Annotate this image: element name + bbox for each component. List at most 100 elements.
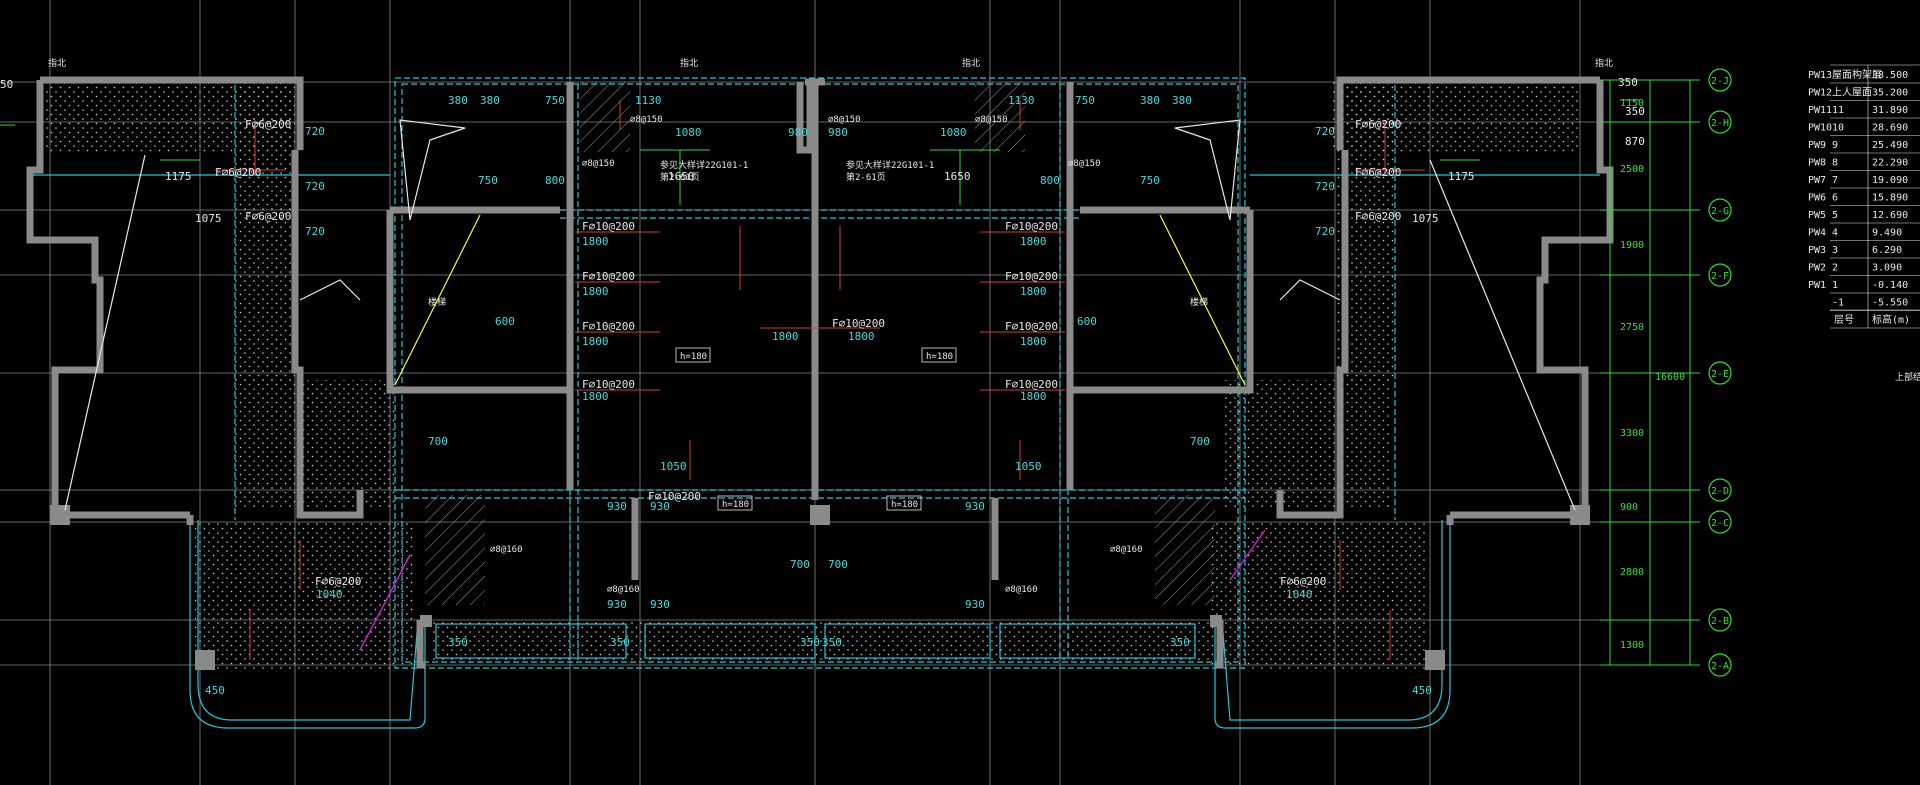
level-row-floor: 2 bbox=[1832, 263, 1838, 274]
dim-text: 1075 bbox=[195, 212, 222, 225]
slab-edges bbox=[30, 77, 1600, 729]
axis-bubble-label: 2-E bbox=[1711, 369, 1729, 380]
reference-note: 第2-61页 bbox=[846, 171, 886, 183]
white-diagonals bbox=[64, 119, 1576, 511]
axis-dim: 2500 bbox=[1620, 164, 1644, 175]
dim-text: 700 bbox=[428, 435, 448, 448]
rebar-label: F⌀10@200 bbox=[1005, 270, 1058, 283]
slab-thickness-tags: h=180 h=180 h=180 h=180 bbox=[675, 347, 957, 511]
dim-text: 450 bbox=[1412, 684, 1432, 697]
dim-text: 350 bbox=[448, 636, 468, 649]
level-row-elevation: 25.490 bbox=[1872, 140, 1908, 151]
pointer-label: 指北 bbox=[1595, 57, 1613, 69]
slab-thickness-label: h=180 bbox=[722, 500, 749, 510]
rebar-lines bbox=[215, 100, 1425, 660]
axis-dim: 1900 bbox=[1620, 240, 1644, 251]
stair-label: 楼梯 bbox=[428, 296, 446, 308]
reference-note: 第2-61页 bbox=[660, 171, 700, 183]
level-row-floor: 4 bbox=[1832, 228, 1838, 239]
axis-system bbox=[1600, 79, 1700, 666]
dim-text: 720 bbox=[1315, 180, 1335, 193]
rebar-label: F⌀6@200 bbox=[1355, 210, 1401, 223]
dim-text: 1800 bbox=[772, 330, 799, 343]
dim-text: 720 bbox=[1315, 125, 1335, 138]
axis-dim: 350 bbox=[1618, 76, 1638, 89]
slab-thickness-label: h=180 bbox=[680, 352, 707, 362]
level-row-name: PW8 bbox=[1808, 158, 1826, 169]
structural-walls bbox=[26, 76, 1614, 669]
dim-text: 350 bbox=[822, 636, 842, 649]
dim-text: 720 bbox=[305, 225, 325, 238]
level-table-header-elevation: 标高(m) bbox=[1872, 313, 1910, 326]
level-row-name: PW4 bbox=[1808, 228, 1826, 239]
axis-bubble-label: 2-C bbox=[1711, 518, 1729, 529]
level-row-floor: 7 bbox=[1832, 175, 1838, 186]
level-row-name: PW12 bbox=[1808, 88, 1832, 99]
dim-text: 600 bbox=[495, 315, 515, 328]
dim-text: 1800 bbox=[848, 330, 875, 343]
axis-dim: 900 bbox=[1620, 502, 1638, 513]
level-row-name: PW1 bbox=[1808, 280, 1826, 291]
pointer-label: 指北 bbox=[680, 57, 698, 69]
level-row-name: PW3 bbox=[1808, 245, 1826, 256]
axis-bubble-label: 2-J bbox=[1711, 76, 1729, 87]
level-row-floor: 10 bbox=[1832, 123, 1844, 134]
rebar-label: F⌀10@200 bbox=[1005, 378, 1058, 391]
dim-text: 380 bbox=[480, 94, 500, 107]
dim-text: 800 bbox=[1040, 174, 1060, 187]
dim-text: 1800 bbox=[582, 335, 609, 348]
axis-total-dim: 16600 bbox=[1655, 372, 1685, 383]
dim-text: 1800 bbox=[1020, 390, 1047, 403]
rebar-label: F⌀6@200 bbox=[1355, 166, 1401, 179]
level-row-floor: 5 bbox=[1832, 210, 1838, 221]
slab-thickness-label: h=180 bbox=[926, 352, 953, 362]
dim-text: 1050 bbox=[1015, 460, 1042, 473]
rebar-label: ⌀8@160 bbox=[490, 545, 523, 555]
reference-notes: 参见大样详22G101-1 第2-61页 参见大样详22G101-1 第2-61… bbox=[48, 57, 1613, 308]
dim-text: 380 bbox=[448, 94, 468, 107]
rebar-label: ⌀8@150 bbox=[630, 115, 663, 125]
dim-text: 930 bbox=[965, 598, 985, 611]
level-row-floor: 上人屋面 bbox=[1832, 87, 1872, 99]
level-row-elevation: -5.550 bbox=[1872, 298, 1908, 309]
level-row-elevation: -0.140 bbox=[1872, 280, 1908, 291]
level-row-elevation: 22.290 bbox=[1872, 158, 1908, 169]
rebar-label: F⌀10@200 bbox=[582, 220, 635, 233]
level-row-floor: 11 bbox=[1832, 105, 1844, 116]
rebar-label: F⌀6@200 bbox=[1355, 118, 1401, 131]
pointer-label: 指北 bbox=[48, 57, 66, 69]
dim-text: 350 bbox=[1170, 636, 1190, 649]
level-row-floor: 6 bbox=[1832, 193, 1838, 204]
magenta-markers bbox=[359, 529, 1266, 651]
note-brackets bbox=[0, 124, 1480, 205]
dim-text: 350 bbox=[610, 636, 630, 649]
level-row-name: PW10 bbox=[1808, 123, 1832, 134]
level-row-name: PW11 bbox=[1808, 105, 1832, 116]
dim-text: 1175 bbox=[1448, 170, 1475, 183]
dimension-texts: 380 380 750 1080 980 980 1080 750 380 38… bbox=[0, 78, 1475, 697]
stair-label: 楼梯 bbox=[1190, 296, 1208, 308]
rebar-label: F⌀10@200 bbox=[832, 317, 885, 330]
axis-bubble-label: 2-B bbox=[1711, 616, 1729, 627]
axis-bubble-label: 2-D bbox=[1711, 486, 1729, 497]
axis-dim: 3300 bbox=[1620, 428, 1644, 439]
dim-text: 930 bbox=[607, 500, 627, 513]
level-row-floor: 8 bbox=[1832, 158, 1838, 169]
rebar-label: F⌀6@200 bbox=[245, 118, 291, 131]
axis-dim: 2800 bbox=[1620, 567, 1644, 578]
dim-text: 720 bbox=[305, 125, 325, 138]
dim-text: 750 bbox=[545, 94, 565, 107]
axis-bubble-label: 2-G bbox=[1711, 206, 1729, 217]
dim-text: 380 bbox=[1140, 94, 1160, 107]
level-row-elevation: 3.090 bbox=[1872, 263, 1902, 274]
level-row-name: PW5 bbox=[1808, 210, 1826, 221]
dim-text: 980 bbox=[788, 126, 808, 139]
slab-thickness-label: h=180 bbox=[891, 500, 918, 510]
dim-text: 1075 bbox=[1412, 212, 1439, 225]
axis-bubble-label: 2-H bbox=[1711, 118, 1729, 129]
level-row-name: PW9 bbox=[1808, 140, 1826, 151]
stair-lines bbox=[394, 214, 1246, 386]
rebar-label: ⌀8@160 bbox=[1005, 585, 1038, 595]
axis-dim: 870 bbox=[1625, 135, 1645, 148]
